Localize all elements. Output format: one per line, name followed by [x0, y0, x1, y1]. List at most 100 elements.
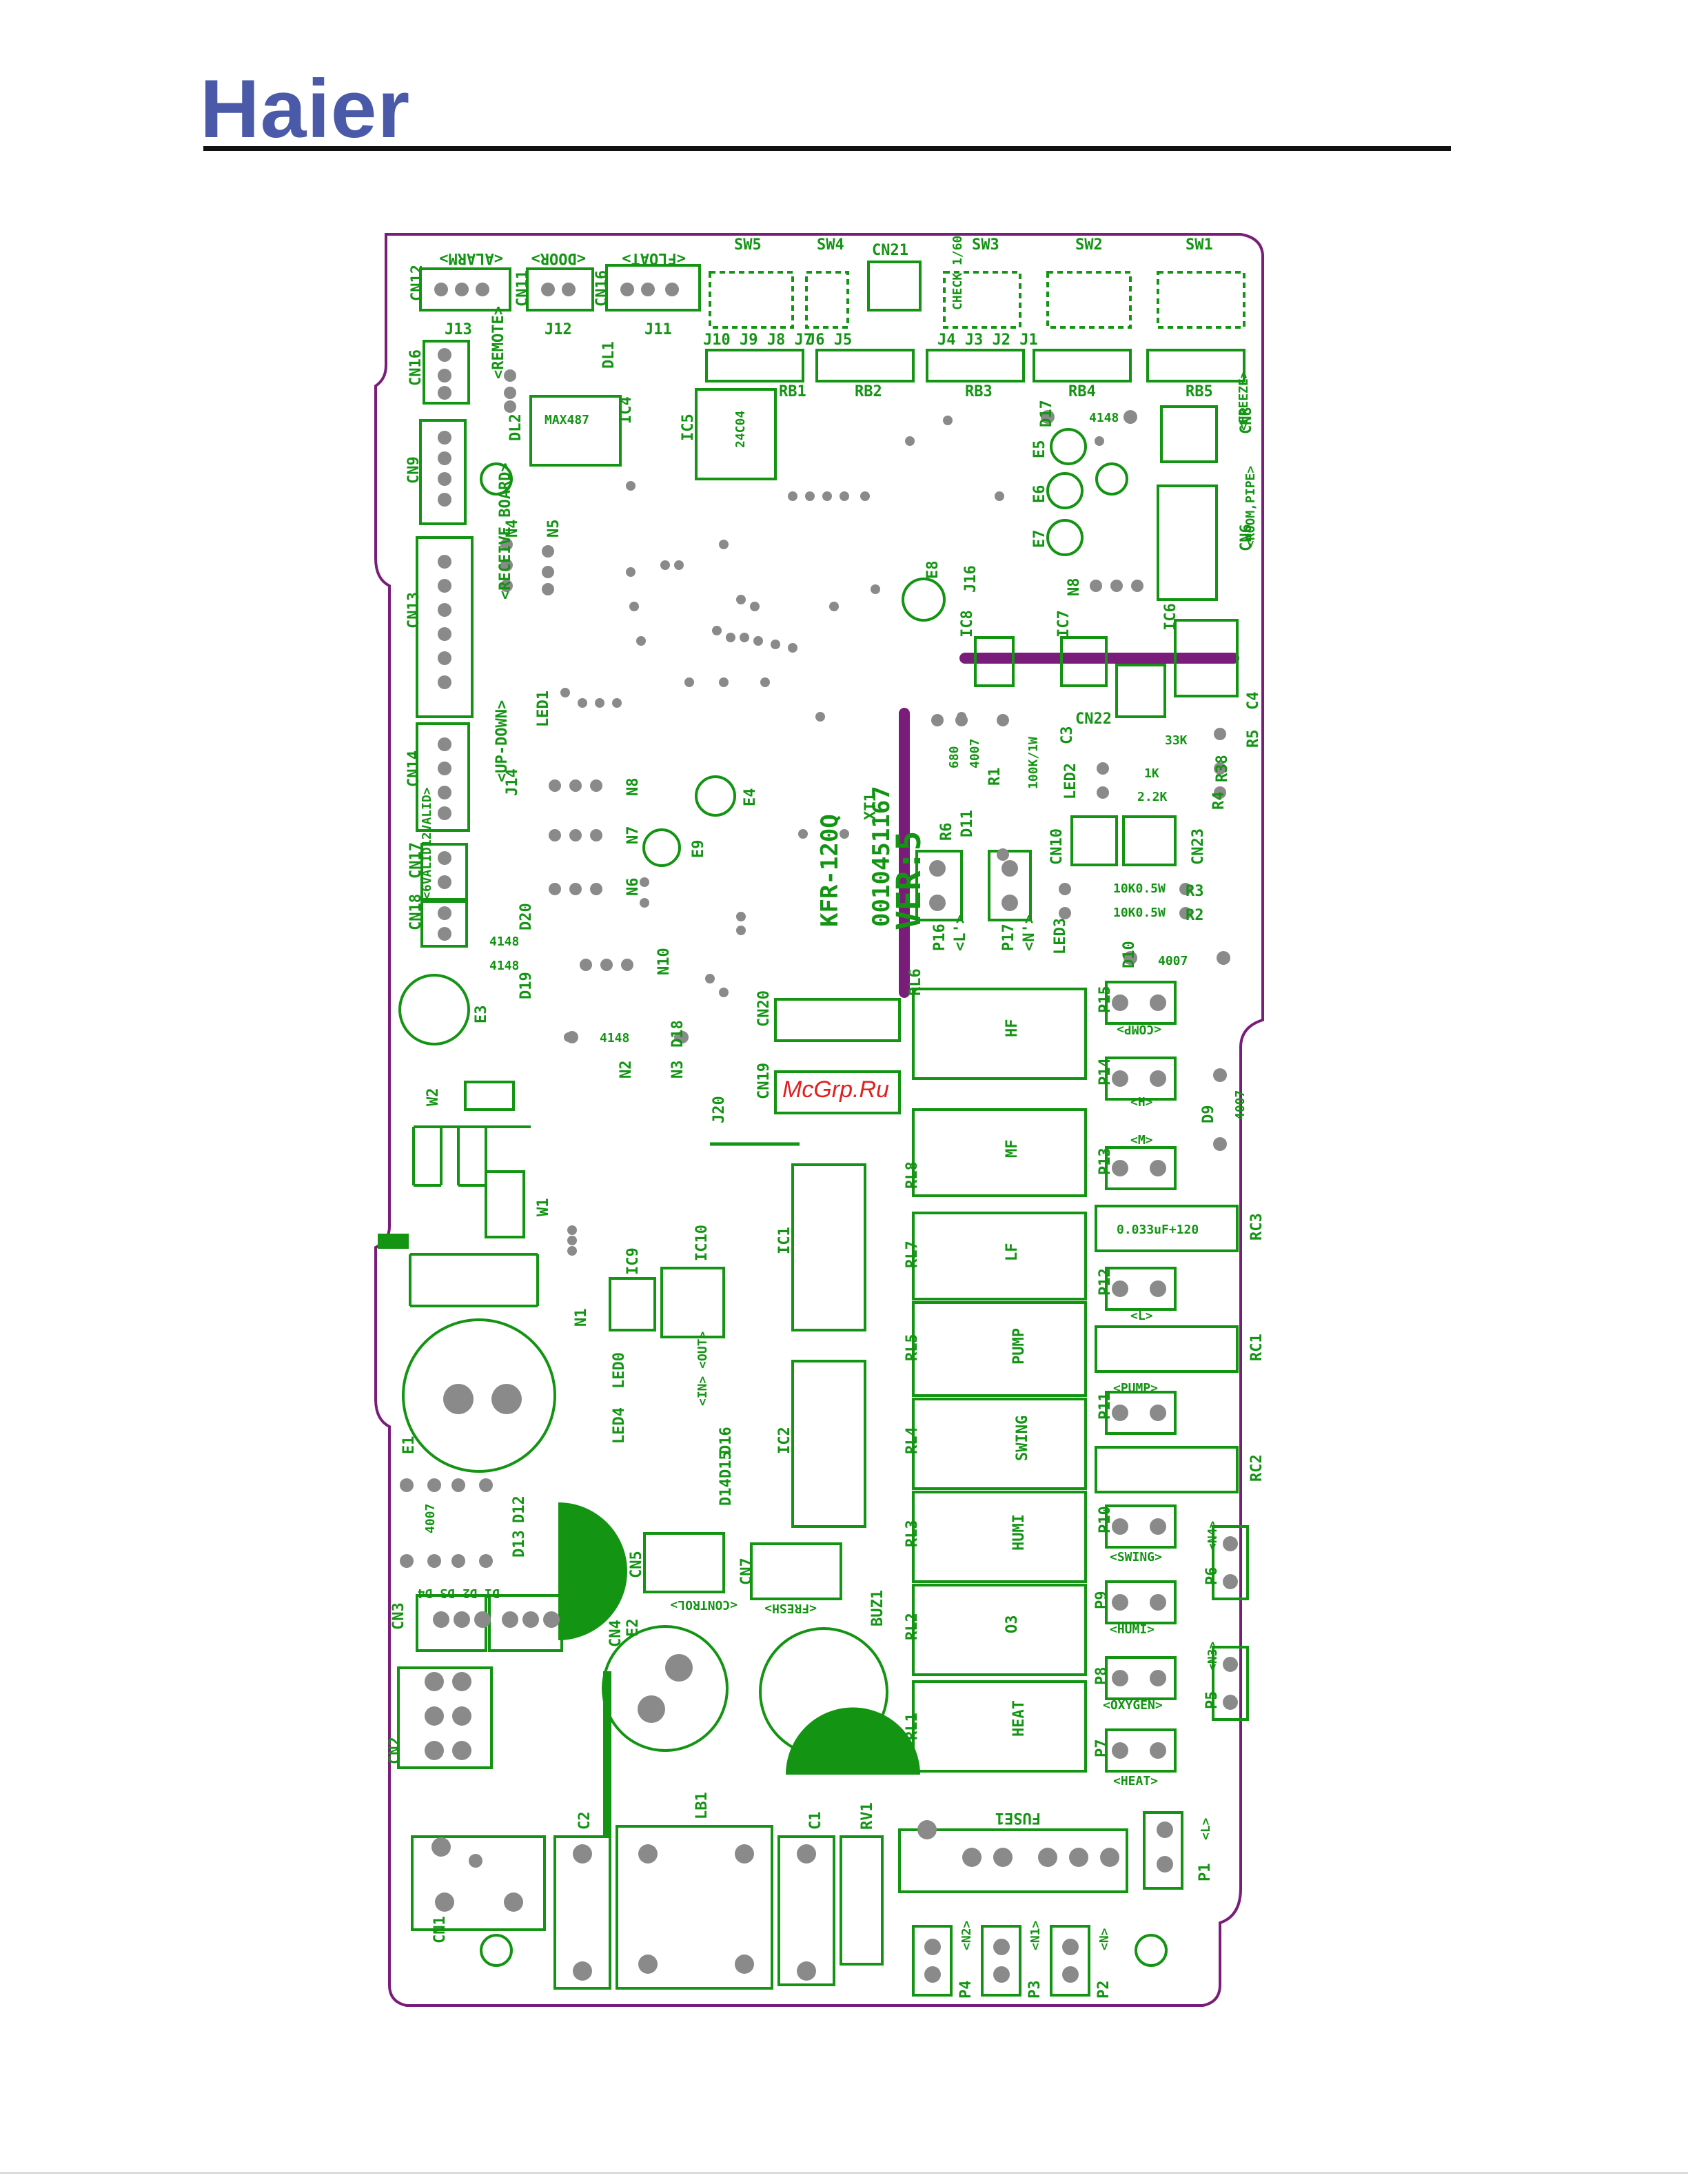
- label-n1l: <N1>: [1028, 1920, 1043, 1950]
- label-p14: P14: [1097, 1058, 1114, 1085]
- label-humil: <HUMI>: [1110, 1622, 1155, 1637]
- switch-sw4: [805, 271, 849, 329]
- label-dl1: DL1: [600, 341, 618, 369]
- label-cn1: CN1: [431, 1916, 449, 1943]
- board-part-no: 0010451167: [868, 786, 895, 927]
- label-d18v: 4148: [600, 1031, 629, 1045]
- connector-cn2: [397, 1666, 493, 1769]
- label-e8: E8: [924, 561, 942, 580]
- label-p16l: <L'>: [952, 915, 969, 951]
- relay-rl2: [912, 1584, 1087, 1676]
- pad-p7: [1105, 1728, 1177, 1773]
- label-p3: P3: [1026, 1981, 1044, 1999]
- label-sw4: SW4: [817, 236, 844, 254]
- label-c1: C1: [807, 1812, 824, 1830]
- label-rl3: RL3: [904, 1520, 921, 1547]
- connector-cn7: [750, 1542, 842, 1600]
- label-rl6: RL6: [907, 968, 924, 996]
- cap-c2: [553, 1835, 611, 1990]
- label-rb2: RB2: [855, 383, 882, 400]
- label-d10: D10: [1121, 941, 1138, 968]
- label-cn18: CN18: [407, 894, 425, 930]
- label-cn16a: CN16: [593, 270, 611, 307]
- pad-p10: [1105, 1504, 1177, 1549]
- resnet-rb2: [815, 349, 915, 382]
- label-j11: J11: [644, 321, 672, 338]
- connector-cn13: [416, 536, 474, 718]
- chip-ic1: [791, 1163, 866, 1331]
- label-hf: HF: [1004, 1019, 1021, 1038]
- label-mf: MF: [1004, 1140, 1021, 1159]
- cap-e9: [642, 828, 681, 867]
- pad-p17: [988, 850, 1032, 921]
- reg-w1: [485, 1170, 525, 1238]
- cap-e1: [402, 1318, 556, 1473]
- label-d12: D12: [511, 1496, 528, 1523]
- label-r6: R6: [938, 823, 955, 841]
- label-oxygen: <OXYGEN>: [1103, 1698, 1163, 1713]
- label-r38v: 1K: [1144, 766, 1159, 781]
- mounting-hole: [480, 462, 513, 496]
- label-n8b: N8: [1066, 578, 1083, 597]
- label-cn22: CN22: [1075, 711, 1112, 728]
- connector-cn1: [411, 1835, 546, 1931]
- cap-e4: [695, 775, 736, 817]
- cap-e8: [902, 578, 946, 622]
- label-rl8: RL8: [904, 1161, 921, 1189]
- label-d18: D18: [669, 1020, 687, 1048]
- inductor-lb1: [616, 1825, 773, 1990]
- label-rl2: RL2: [904, 1613, 921, 1640]
- label-ic8: IC8: [959, 610, 976, 637]
- chip-ic9: [609, 1277, 656, 1331]
- relay-rl3: [912, 1491, 1087, 1583]
- resnet-rb4: [1033, 349, 1132, 382]
- label-j20: J20: [711, 1096, 728, 1123]
- connector-cn20: [774, 998, 901, 1042]
- pad-p15: [1105, 981, 1177, 1025]
- label-ic1: IC1: [776, 1227, 793, 1254]
- label-ic2: IC2: [776, 1427, 793, 1454]
- label-n8: N8: [624, 778, 642, 797]
- label-check: CHECK 1/60: [950, 236, 965, 310]
- label-d7: 4007: [423, 1504, 438, 1533]
- pad-p6: [1212, 1525, 1249, 1600]
- label-n2l: <N2>: [959, 1920, 974, 1950]
- label-d11: D11: [959, 810, 976, 837]
- label-cn3: CN3: [390, 1602, 407, 1630]
- relay-rl6: [912, 988, 1087, 1080]
- relay-rl7: [912, 1212, 1087, 1300]
- label-updown: <UP-DOWN>: [494, 700, 511, 782]
- label-j13: J13: [445, 321, 472, 338]
- label-float: <FLOAT>: [622, 249, 686, 267]
- label-e7: E7: [1031, 530, 1048, 549]
- label-d19v: 4148: [489, 959, 519, 973]
- connector-cn17: [420, 843, 468, 901]
- buzzer-fill: [786, 1707, 920, 1775]
- pad-p13: [1105, 1146, 1177, 1190]
- label-n4: N4: [504, 520, 521, 538]
- label-buz1: BUZ1: [869, 1590, 886, 1626]
- label-pumpl: <PUMP>: [1113, 1381, 1158, 1396]
- label-p17: P17: [1000, 923, 1017, 951]
- label-p11: P11: [1097, 1392, 1114, 1420]
- connector-float: [605, 264, 701, 312]
- label-pump: PUMP: [1010, 1328, 1028, 1365]
- label-sw5: SW5: [734, 236, 762, 254]
- label-cn11: CN11: [514, 270, 531, 307]
- label-p4: P4: [957, 1981, 975, 1999]
- board-model: KFR-120Q: [816, 814, 844, 927]
- cap-e5: [1050, 428, 1087, 465]
- label-ic4: IC4: [618, 396, 635, 424]
- relay-rl5: [912, 1301, 1087, 1397]
- label-ll: <L>: [1130, 1309, 1153, 1323]
- mounting-hole: [480, 1934, 513, 1967]
- pad-p8: [1105, 1656, 1177, 1700]
- label-cn12: CN12: [409, 265, 426, 301]
- label-n4l: <N4>: [1206, 1520, 1220, 1551]
- label-cn17: CN17: [407, 842, 425, 879]
- label-rb5: RB5: [1186, 383, 1213, 400]
- mounting-hole: [1135, 1934, 1168, 1967]
- label-r2v: 10K0.5W: [1113, 906, 1166, 920]
- label-cn9: CN9: [405, 456, 423, 484]
